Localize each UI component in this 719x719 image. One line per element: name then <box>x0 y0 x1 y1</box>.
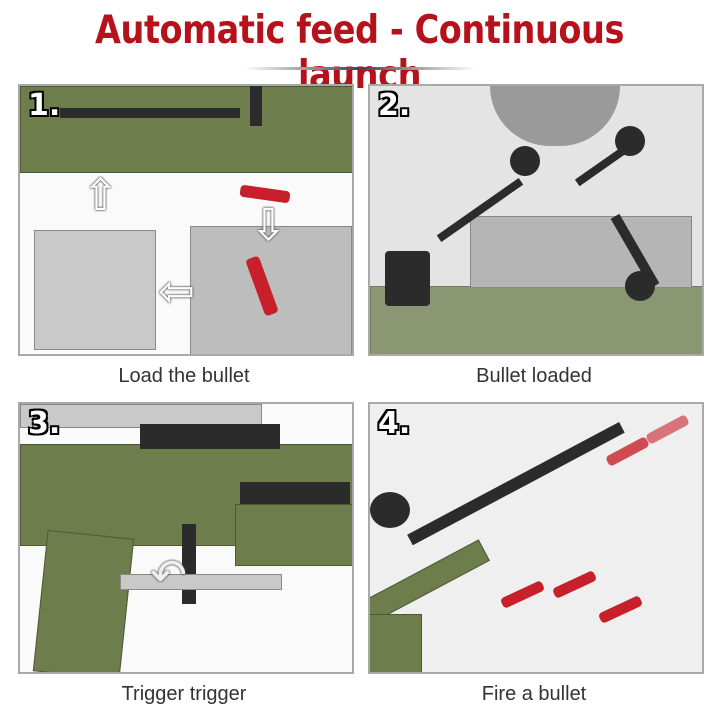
title-divider <box>245 67 475 70</box>
step-2-caption: Bullet loaded <box>476 365 592 387</box>
step-number: 4. <box>378 406 411 441</box>
step-number: 3. <box>28 406 61 441</box>
step-number: 1. <box>28 88 61 123</box>
step-4-caption: Fire a bullet <box>481 683 587 705</box>
step-1-image: 1. ⇧ ⇩ ⇦ <box>18 84 354 356</box>
step-number: 2. <box>378 88 411 123</box>
step-4-image: 4. <box>368 402 704 674</box>
step-3-caption: Trigger trigger <box>121 683 247 705</box>
page-title: Automatic feed - Continuous launch <box>94 8 625 98</box>
step-2-image: 2. <box>368 84 704 356</box>
step-3-image: 3. ↶ <box>18 402 354 674</box>
step-1-caption: Load the bullet <box>118 365 250 387</box>
